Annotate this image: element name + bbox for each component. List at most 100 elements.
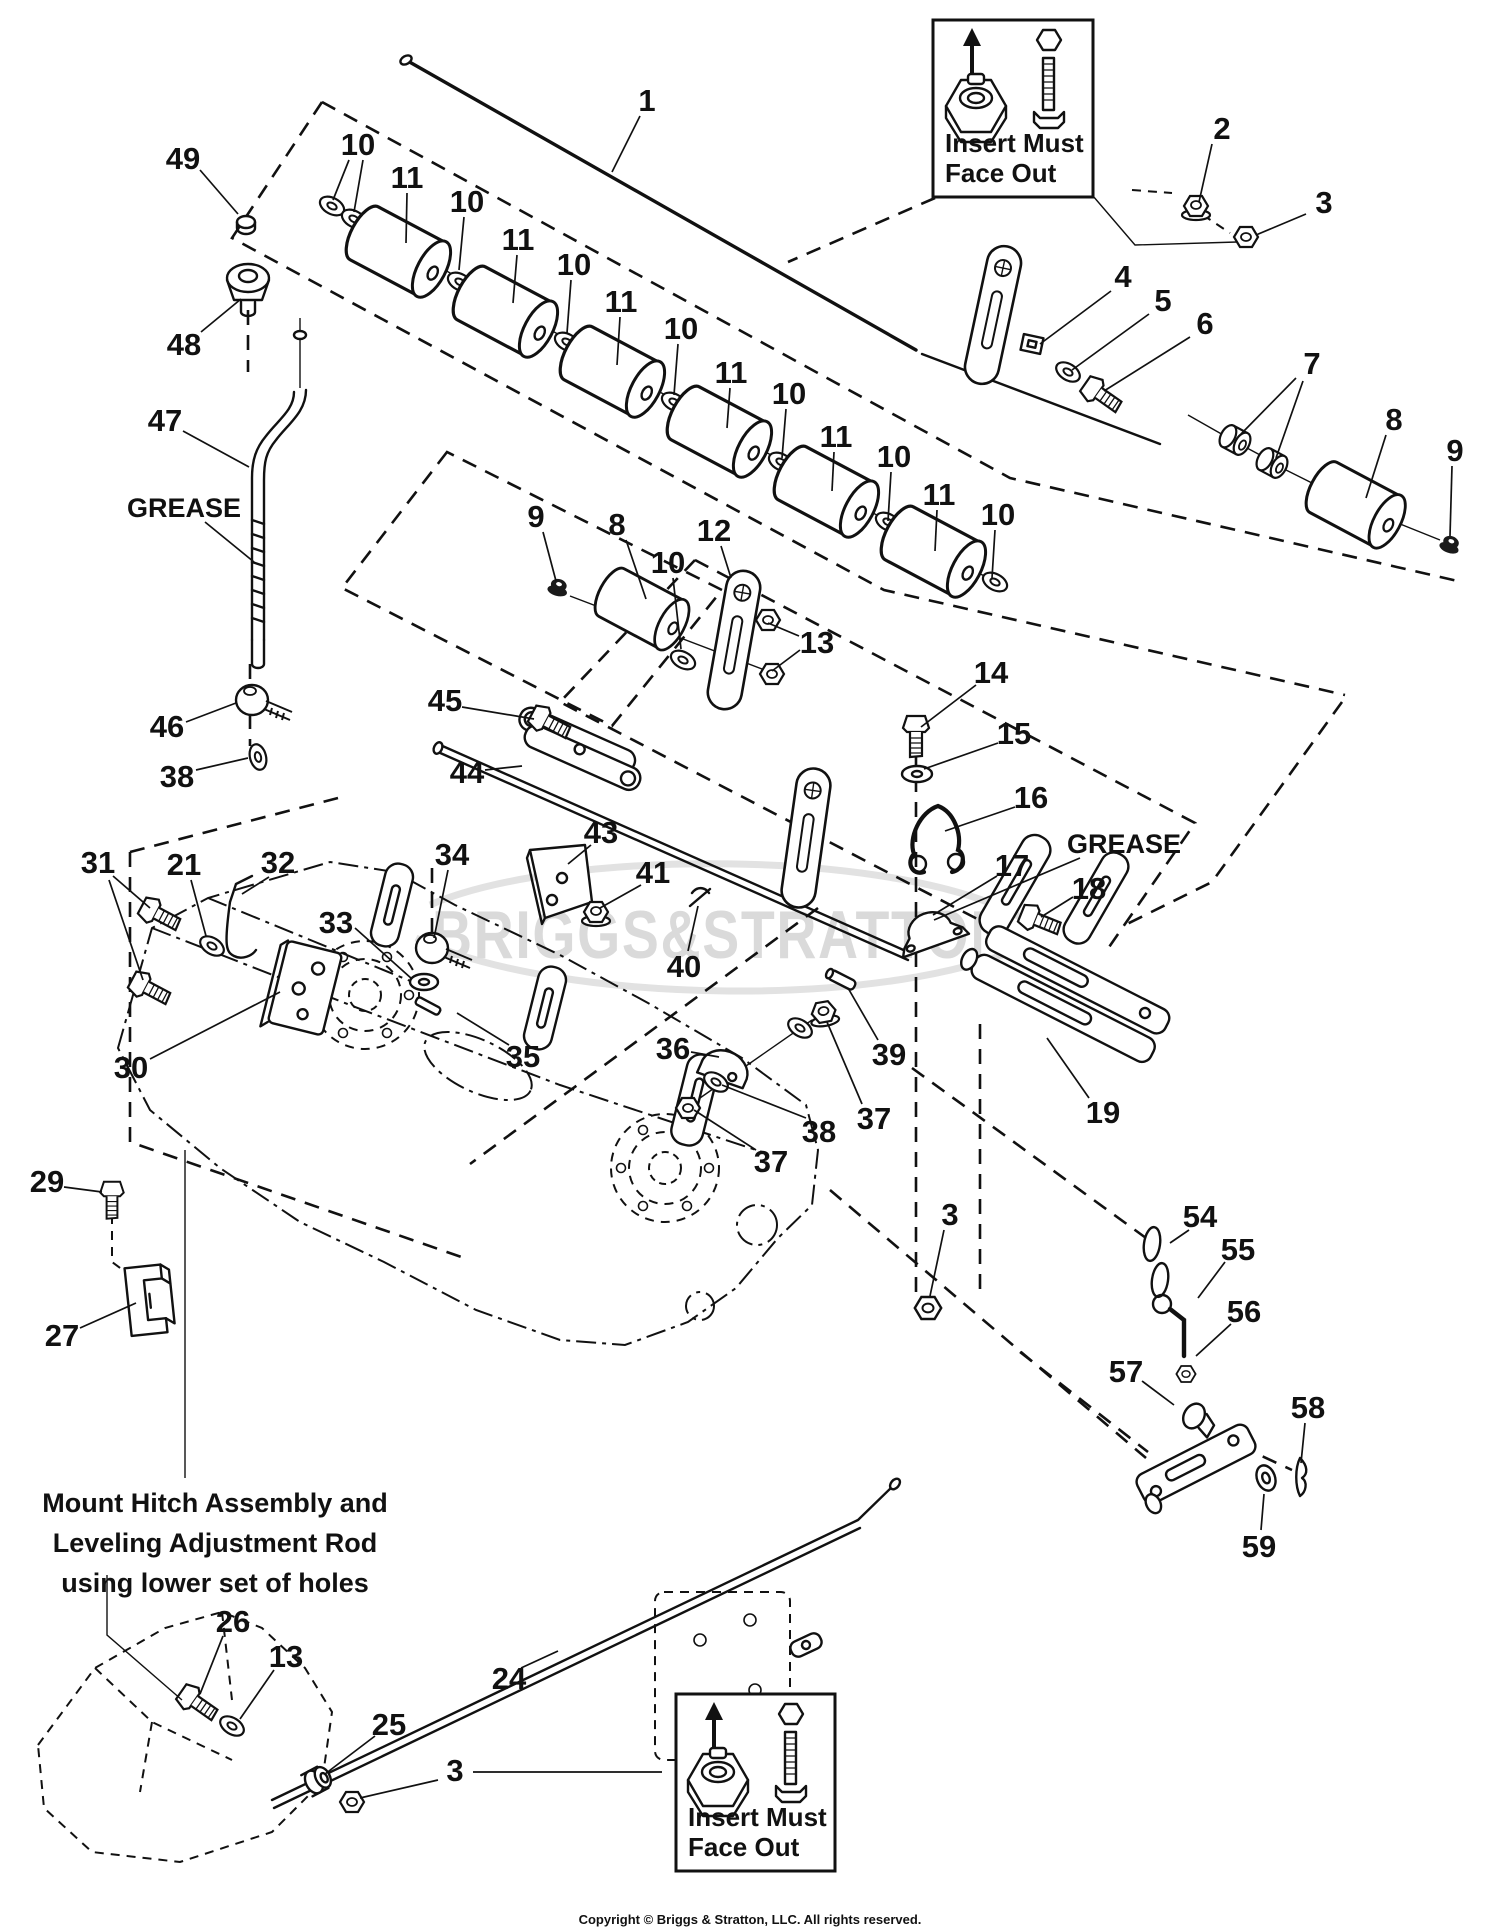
bolt-icon [1032,28,1066,130]
callout-leader-46 [185,702,237,723]
callout-leader-3 [1255,213,1307,236]
callout-label-48: 48 [167,327,201,362]
callout-leader-10 [673,343,679,396]
washer [1255,1464,1277,1492]
callout-leader-5 [1071,313,1150,371]
right-fastener-cluster [960,194,1463,556]
mount-note: Mount Hitch Assembly and Leveling Adjust… [42,1488,388,1598]
callout-leader-10 [887,471,892,522]
briggs-stratton-watermark: BRIGGS&STRATTON [414,860,1034,995]
callout-leader-31 [108,879,144,981]
callout-label-21: 21 [167,847,201,882]
callout-leader-8 [1365,434,1387,499]
callout-label-12: 12 [697,513,731,548]
callout-leader-19 [1046,1037,1090,1099]
callout-label-3: 3 [1315,185,1332,220]
clevis-pin [824,967,857,991]
insert-note-line2: Face Out [688,1832,800,1862]
flat-washer [408,972,440,992]
callout-label-44: 44 [450,755,485,790]
callout-label-49: 49 [166,141,200,176]
callout-leader-11 [726,387,731,429]
callout-leader-54 [1169,1229,1190,1244]
callout-label-33: 33 [319,905,353,940]
callout-label-10: 10 [877,439,911,474]
callout-label-11: 11 [605,284,638,319]
callout-label-45: 45 [428,683,462,718]
callout-leader-11 [831,451,835,492]
callout-leader-3 [929,1229,945,1297]
callout-leader-44 [484,765,523,771]
latch-plate [1135,1423,1257,1515]
callout-label-4: 4 [1114,259,1132,294]
callout-leader-24 [520,1650,559,1669]
hairpin-clip [1295,1456,1308,1498]
callout-label-37: 37 [857,1101,891,1136]
nut-with-insert-icon [686,1746,750,1818]
callout-label-11: 11 [820,419,853,454]
callout-label-27: 27 [45,1318,79,1353]
callout-label-7: 7 [1303,346,1320,381]
callout-leader-31 [112,875,151,909]
mid-roller-cluster [546,560,786,714]
callout-label-8: 8 [608,507,625,542]
callout-label-31: 31 [81,845,115,880]
callout-label-39: 39 [872,1037,906,1072]
clamp-group [99,1180,176,1338]
callout-leader-9 [1449,465,1453,537]
callout-leader-14 [920,684,977,728]
left-bracket-group [124,874,474,1036]
callout-label-41: 41 [636,855,670,890]
callout-leader-1 [611,115,641,173]
callout-label-3: 3 [446,1753,463,1788]
callout-label-56: 56 [1227,1294,1261,1329]
callout-leader-12 [720,545,732,579]
rear-hitch-bracket [960,925,1171,1064]
grease-label-right: GREASE [1067,829,1181,859]
callout-label-9: 9 [527,499,544,534]
note-leaders [106,1150,186,1701]
callout-leader-37 [826,1021,863,1105]
callout-label-19: 19 [1086,1095,1120,1130]
callout-label-46: 46 [150,709,184,744]
hex-nut [338,1790,366,1814]
callout-leader-26 [199,1635,224,1695]
offset-plate [259,939,343,1036]
callout-label-26: 26 [216,1604,250,1639]
callout-leader-49 [199,169,239,215]
callout-leader-36 [690,1051,720,1058]
callout-leader-33 [354,927,413,980]
support-shaft [399,54,1162,446]
callout-label-9: 9 [1446,433,1463,468]
center-fastener-column [900,714,1066,959]
callout-label-38: 38 [802,1114,836,1149]
callout-label-29: 29 [30,1164,64,1199]
callout-label-10: 10 [664,311,698,346]
callout-leader-18 [1040,896,1074,918]
callout-leader-10 [781,408,787,459]
lower-rod-group [172,1477,902,1814]
saddle-clamp [901,911,971,959]
cotter-pin [688,886,712,908]
callout-label-54: 54 [1183,1199,1218,1234]
callout-leader-10 [672,577,682,650]
callout-label-10: 10 [651,545,685,580]
hex-nut [1232,225,1260,249]
rod-end-eyelet [789,1632,823,1658]
callout-leader-15 [923,742,999,770]
callout-label-13: 13 [269,1639,303,1674]
callout-leader-13 [239,1669,275,1720]
callout-leader-8 [625,539,647,600]
callout-label-8: 8 [1385,402,1402,437]
copyright-text: Copyright © Briggs & Stratton, LLC. All … [579,1912,922,1927]
adjustment-knob [225,262,271,318]
callout-label-55: 55 [1221,1232,1255,1267]
callout-label-15: 15 [997,716,1031,751]
callout-leader-11 [512,254,518,304]
callout-leader-11 [934,509,938,552]
callout-label-5: 5 [1154,283,1171,318]
u-shaped-link [908,803,966,875]
callout-label-40: 40 [667,949,701,984]
